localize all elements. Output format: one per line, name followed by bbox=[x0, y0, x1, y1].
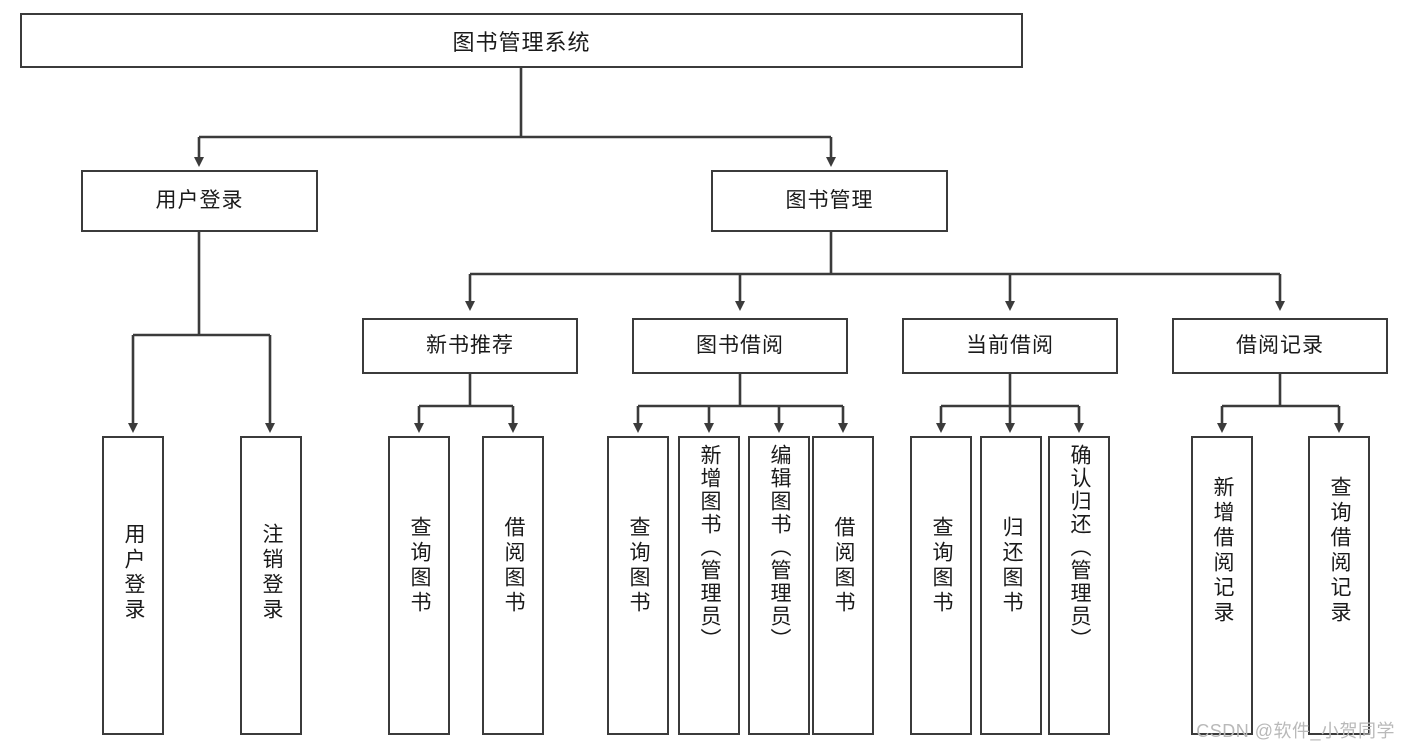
leaf-label: 查询借阅记录 bbox=[1328, 476, 1352, 626]
csdn-watermark: CSDN @软件_小贺同学 bbox=[1196, 721, 1395, 741]
leaf-label: 归还图书 bbox=[1000, 516, 1024, 616]
leaf-add-book[interactable]: 新增图书（管理员） bbox=[678, 436, 740, 735]
leaf-edit-book[interactable]: 编辑图书（管理员） bbox=[748, 436, 810, 735]
node-user-login[interactable]: 用户登录 bbox=[81, 170, 318, 232]
node-current-borrow[interactable]: 当前借阅 bbox=[902, 318, 1118, 374]
leaf-label: 借阅图书 bbox=[502, 516, 526, 616]
node-new-book-recommend[interactable]: 新书推荐 bbox=[362, 318, 578, 374]
leaf-logout-login[interactable]: 注销登录 bbox=[240, 436, 302, 735]
leaf-label: 用户登录 bbox=[122, 523, 146, 623]
node-root-system[interactable]: 图书管理系统 bbox=[20, 13, 1023, 68]
node-book-management[interactable]: 图书管理 bbox=[711, 170, 948, 232]
leaf-query-book-1[interactable]: 查询图书 bbox=[388, 436, 450, 735]
leaf-borrow-book-1[interactable]: 借阅图书 bbox=[482, 436, 544, 735]
node-book-borrow[interactable]: 图书借阅 bbox=[632, 318, 848, 374]
leaf-label: 注销登录 bbox=[260, 523, 284, 623]
leaf-label: 新增图书（管理员） bbox=[698, 444, 722, 651]
leaf-query-book-3[interactable]: 查询图书 bbox=[910, 436, 972, 735]
leaf-label: 编辑图书（管理员） bbox=[768, 444, 792, 651]
leaf-add-record[interactable]: 新增借阅记录 bbox=[1191, 436, 1253, 735]
leaf-query-record[interactable]: 查询借阅记录 bbox=[1308, 436, 1370, 735]
leaf-label: 查询图书 bbox=[627, 516, 651, 616]
leaf-confirm-return[interactable]: 确认归还（管理员） bbox=[1048, 436, 1110, 735]
leaf-user-login[interactable]: 用户登录 bbox=[102, 436, 164, 735]
leaf-return-book[interactable]: 归还图书 bbox=[980, 436, 1042, 735]
leaf-query-book-2[interactable]: 查询图书 bbox=[607, 436, 669, 735]
leaf-label: 查询图书 bbox=[930, 516, 954, 616]
leaf-label: 借阅图书 bbox=[832, 516, 856, 616]
leaf-label: 新增借阅记录 bbox=[1211, 476, 1235, 626]
node-borrow-record[interactable]: 借阅记录 bbox=[1172, 318, 1388, 374]
leaf-label: 确认归还（管理员） bbox=[1068, 444, 1092, 651]
leaf-borrow-book-2[interactable]: 借阅图书 bbox=[812, 436, 874, 735]
leaf-label: 查询图书 bbox=[408, 516, 432, 616]
